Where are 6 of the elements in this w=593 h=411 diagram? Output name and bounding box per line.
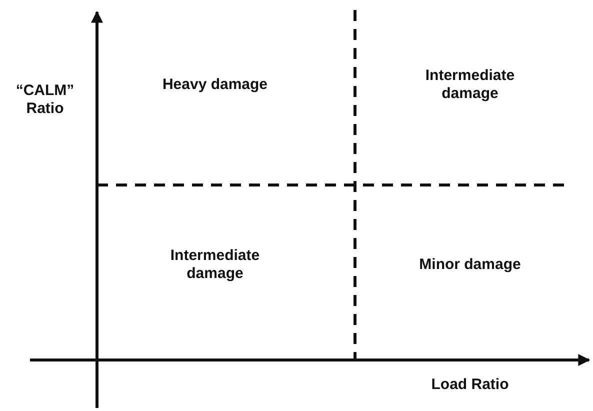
axis-label: “CALM” Ratio [14, 82, 76, 118]
quadrant-label: Minor damage [418, 256, 522, 274]
quadrant-label: Intermediate damage [169, 247, 261, 283]
axis-label: Load Ratio [430, 376, 510, 394]
quadrant-label: Heavy damage [161, 76, 269, 94]
quadrant-label: Intermediate damage [424, 67, 516, 103]
